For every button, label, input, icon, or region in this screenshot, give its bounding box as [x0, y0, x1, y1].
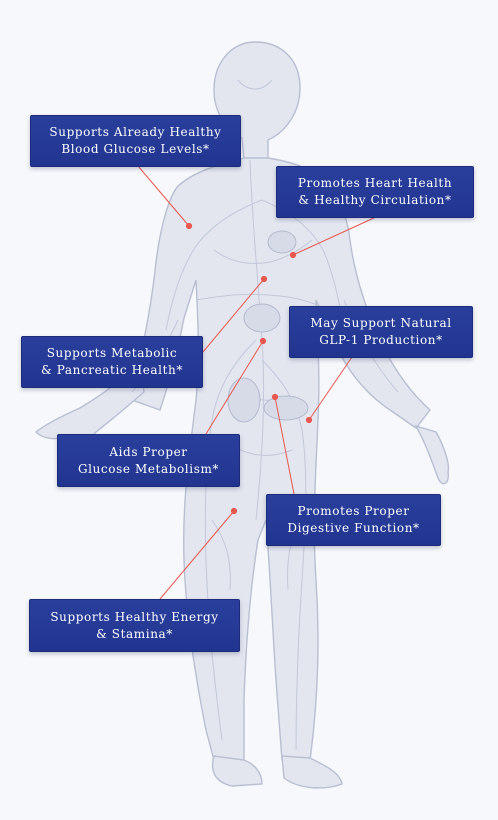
callout-energy-line2: & Stamina* — [96, 626, 173, 641]
callout-heart-health-line2: & Healthy Circulation* — [298, 193, 452, 207]
leader-dot-energy — [230, 507, 238, 515]
leader-line-digestive — [274, 396, 295, 495]
callout-glucose-metabolism-line2: Glucose Metabolism* — [77, 461, 220, 476]
callout-heart-health: Promotes Heart Health & Healthy Circulat… — [276, 166, 474, 218]
leader-dot-heart-health — [289, 251, 297, 259]
leader-line-glp1 — [308, 356, 353, 421]
leader-dot-metabolic — [260, 275, 268, 283]
leader-dot-glucose-levels — [185, 222, 193, 230]
leader-line-heart-health — [292, 216, 377, 256]
leader-dot-glp1 — [305, 416, 313, 424]
callout-glucose-metabolism: Aids Proper Glucose Metabolism* — [57, 434, 240, 487]
callout-glp1: May Support Natural GLP-1 Production* — [289, 306, 473, 358]
callout-energy-line1: Supports Healthy Energy — [50, 609, 219, 624]
callout-energy: Supports Healthy Energy & Stamina* — [29, 599, 240, 652]
callout-metabolic-line2: & Pancreatic Health* — [41, 363, 183, 377]
callout-glucose-levels-line1: Supports Already Healthy — [49, 125, 222, 139]
callout-metabolic: Supports Metabolic & Pancreatic Health* — [21, 336, 203, 388]
callout-glucose-levels: Supports Already Healthy Blood Glucose L… — [30, 115, 241, 167]
callout-metabolic-line1: Supports Metabolic — [46, 346, 178, 360]
leader-dot-glucose-metabolism — [259, 337, 267, 345]
callout-glucose-metabolism-line1: Aids Proper — [109, 444, 188, 459]
callout-glucose-levels-line2: Blood Glucose Levels* — [61, 142, 210, 156]
leader-lines — [137, 165, 377, 600]
callout-glp1-line2: GLP-1 Production* — [319, 333, 443, 347]
leader-dot-digestive — [271, 393, 279, 401]
callout-glp1-line1: May Support Natural — [310, 316, 452, 330]
leader-line-energy — [159, 510, 235, 600]
callout-digestive: Promotes Proper Digestive Function* — [266, 494, 441, 546]
leader-line-glucose-levels — [137, 165, 190, 227]
callout-digestive-line2: Digestive Function* — [287, 521, 420, 535]
callout-heart-health-line1: Promotes Heart Health — [297, 176, 453, 190]
leader-line-glucose-metabolism — [205, 340, 264, 435]
organs — [227, 230, 309, 423]
leader-line-metabolic — [202, 278, 265, 353]
callout-digestive-line1: Promotes Proper — [297, 504, 410, 518]
